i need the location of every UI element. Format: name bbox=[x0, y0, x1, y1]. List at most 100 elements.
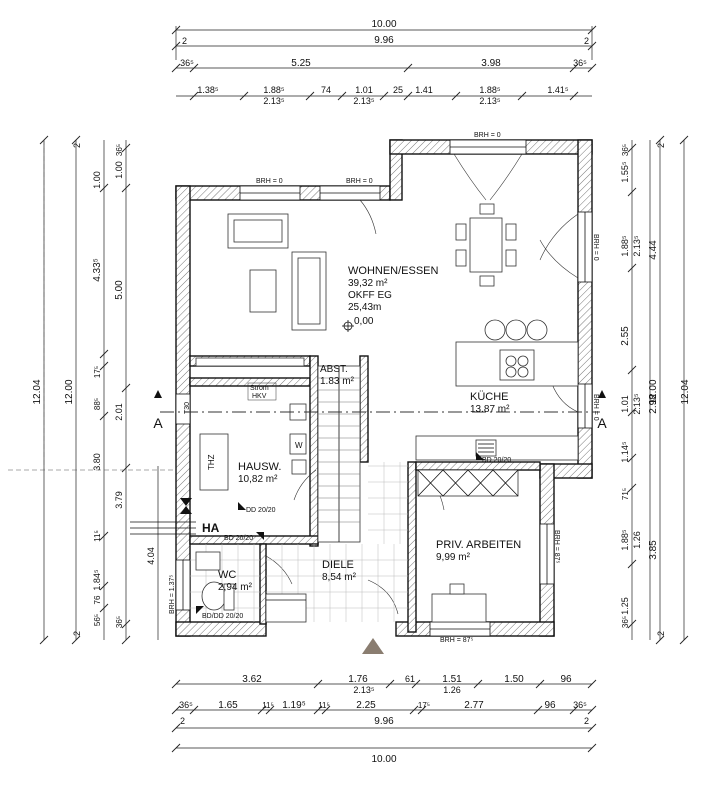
room-area: 9,99 m² bbox=[436, 552, 471, 563]
thz-label: THZ bbox=[207, 454, 216, 470]
room-abst: ABST. 1.83 m² bbox=[320, 364, 355, 387]
room-name: WOHNEN/ESSEN bbox=[348, 265, 439, 277]
dim-left-c3-3: 2.01 bbox=[114, 403, 124, 421]
dim-bot-r1-1: 1.76 bbox=[348, 674, 368, 685]
dim-left-c3-4: 3.79 bbox=[114, 491, 124, 509]
dim-left-c4-0: 1.00 bbox=[92, 171, 102, 189]
dim-bot-r1-0: 3.62 bbox=[242, 674, 262, 685]
dim-left-c4-8: 56⁵ bbox=[93, 614, 102, 626]
dim-right-c4-12: 36⁵ bbox=[621, 616, 630, 628]
dim-top-inner: 9.96 bbox=[374, 35, 394, 46]
dim-right-inner: 12.00 bbox=[648, 379, 659, 404]
room-area: 2,94 m² bbox=[218, 582, 253, 593]
room-height: 25,43m bbox=[348, 302, 381, 313]
shaft-markers bbox=[196, 452, 484, 614]
brh-label-left: BRH = 1.37⁵ bbox=[169, 575, 176, 614]
dimension-bottom: 3.62 1.76 61 1.51 1.50 96 2.13⁵ 1.26 36⁵… bbox=[171, 674, 597, 765]
dim-top-r3-3: 36⁵ bbox=[573, 58, 587, 68]
dim-bot-r2-7: 2.77 bbox=[464, 700, 484, 711]
dim-right-overall: 12.04 bbox=[680, 379, 691, 404]
dim-left-overall: 12.04 bbox=[32, 379, 43, 404]
dim-right-c4-1: 1.55⁵ bbox=[620, 161, 630, 183]
dim-left-c4-4: 3.80 bbox=[92, 453, 102, 471]
dim-right-c4-7: 1.14⁵ bbox=[620, 441, 630, 463]
dim-right-c4-0: 36⁵ bbox=[621, 144, 630, 156]
dim-bot-r2-4: 11⁵ bbox=[318, 701, 330, 710]
room-priv-arbeiten: PRIV. ARBEITEN 9,99 m² bbox=[436, 539, 521, 563]
dim-right-c4-2: 1.88⁵ bbox=[620, 235, 630, 257]
staircase bbox=[317, 365, 361, 543]
dim-bot-axis-right: 2 bbox=[584, 716, 589, 726]
dim-right-axis-top: 2 bbox=[656, 143, 666, 148]
bd-label-kitchen: BD 20/20 bbox=[482, 457, 511, 464]
room-hausw: HAUSW. 10,82 m² bbox=[238, 461, 281, 485]
room-name: DIELE bbox=[322, 559, 354, 571]
room-zero: 0,00 bbox=[354, 316, 374, 327]
dim-bot-r1-3: 1.51 bbox=[442, 674, 462, 685]
dim-bot-inner: 9.96 bbox=[374, 716, 394, 727]
dim-top-r4-0: 1.38⁵ bbox=[197, 85, 219, 95]
dimension-left: 12.04 12.00 2 2 36⁵ 1.00 5.00 2.01 3.79 … bbox=[8, 135, 176, 645]
room-area: 8,54 m² bbox=[322, 572, 357, 583]
dim-right-c4-9: 1.88⁵ bbox=[620, 529, 630, 551]
section-label-right: A bbox=[597, 415, 607, 431]
dim-bot-r2-1: 1.65 bbox=[218, 700, 238, 711]
dimension-right: 12.04 12.00 2 2 36⁵ 1.55⁵ 1.88⁵ 2.13⁵ 2.… bbox=[620, 135, 691, 645]
dim-right-axis-bot: 2 bbox=[656, 631, 666, 636]
dd-label-hausw: DD 20/20 bbox=[246, 507, 276, 514]
dim-top-axis-right: 2 bbox=[584, 36, 589, 46]
dim-bot-r2-9: 36⁵ bbox=[573, 700, 587, 710]
dim-bot-overall: 10.00 bbox=[371, 754, 396, 765]
dim-left-c4-5: 11⁵ bbox=[93, 530, 102, 542]
room-name: PRIV. ARBEITEN bbox=[436, 539, 521, 551]
door-swings bbox=[265, 153, 579, 615]
room-area: 10,82 m² bbox=[238, 474, 278, 485]
t30-label: T30 bbox=[184, 402, 191, 414]
room-diele: DIELE 8,54 m² bbox=[322, 559, 357, 583]
ha-label: HA bbox=[202, 521, 220, 535]
ha-connection: HA bbox=[130, 498, 220, 535]
dim-top-r3-1: 5.25 bbox=[291, 58, 311, 69]
room-name: ABST. bbox=[320, 364, 348, 375]
room-wc: WC 2,94 m² bbox=[218, 569, 253, 593]
brh-label-top-left-2: BRH = 0 bbox=[346, 178, 373, 185]
furniture bbox=[195, 203, 579, 623]
dim-right-c4-10: 1.26 bbox=[632, 531, 642, 549]
room-area: 1.83 m² bbox=[320, 376, 355, 387]
dim-left-axis-top: 2 bbox=[72, 143, 82, 148]
dim-left-c3-2: 5.00 bbox=[114, 280, 125, 300]
dim-left-inner: 12.00 bbox=[64, 379, 75, 404]
dim-right-c3-1: 2.98 bbox=[648, 394, 659, 414]
annotations: BRH = 0 BRH = 0 BRH = 0 BRH = 0 BRH = 0 … bbox=[169, 132, 599, 644]
dim-bot-r2-6: 17⁵ bbox=[418, 701, 430, 710]
room-okff: OKFF EG bbox=[348, 290, 392, 301]
dim-bot-r1-4: 1.50 bbox=[504, 674, 524, 685]
dim-top-r4-4: 25 bbox=[393, 85, 403, 95]
dim-left-c3-0: 36⁵ bbox=[115, 144, 124, 156]
dim-bot-r2-0: 36⁵ bbox=[179, 700, 193, 710]
section-line: A A bbox=[153, 390, 607, 431]
brh-label-right-upper: BRH = 0 bbox=[592, 234, 599, 261]
dim-right-c4-5: 1.01 bbox=[620, 395, 630, 413]
brh-label-bottom: BRH = 87⁵ bbox=[440, 637, 474, 644]
brh-label-top-left-1: BRH = 0 bbox=[256, 178, 283, 185]
dim-top-r4-3: 1.01 bbox=[355, 85, 373, 95]
dim-top-r4-5: 1.41 bbox=[415, 85, 433, 95]
dim-top-r3-2: 3.98 bbox=[481, 58, 501, 69]
dim-bot-r1-5: 96 bbox=[560, 674, 572, 685]
dim-top-r4-2: 74 bbox=[321, 85, 331, 95]
dim-bot-r1b-0: 2.13⁵ bbox=[353, 685, 375, 695]
dim-bot-axis-left: 2 bbox=[180, 716, 185, 726]
hkv-label: HKV bbox=[252, 393, 267, 400]
dim-bot-r2-5: 2.25 bbox=[356, 700, 376, 711]
dim-left-c5-0: 4.04 bbox=[146, 547, 156, 565]
dim-left-axis-bot: 2 bbox=[72, 631, 82, 636]
room-name: KÜCHE bbox=[470, 391, 509, 403]
dim-top-r3-0: 36⁵ bbox=[180, 58, 194, 68]
dim-left-c4-6: 1.84⁵ bbox=[92, 569, 102, 591]
dim-bot-r2-3: 1.19⁵ bbox=[282, 700, 306, 711]
room-kueche: KÜCHE 13.87 m² bbox=[470, 391, 510, 415]
room-wohnen-essen: WOHNEN/ESSEN 39,32 m² OKFF EG 25,43m 0,0… bbox=[348, 265, 439, 327]
dim-left-c4-1: 4.33⁵ bbox=[92, 258, 103, 282]
